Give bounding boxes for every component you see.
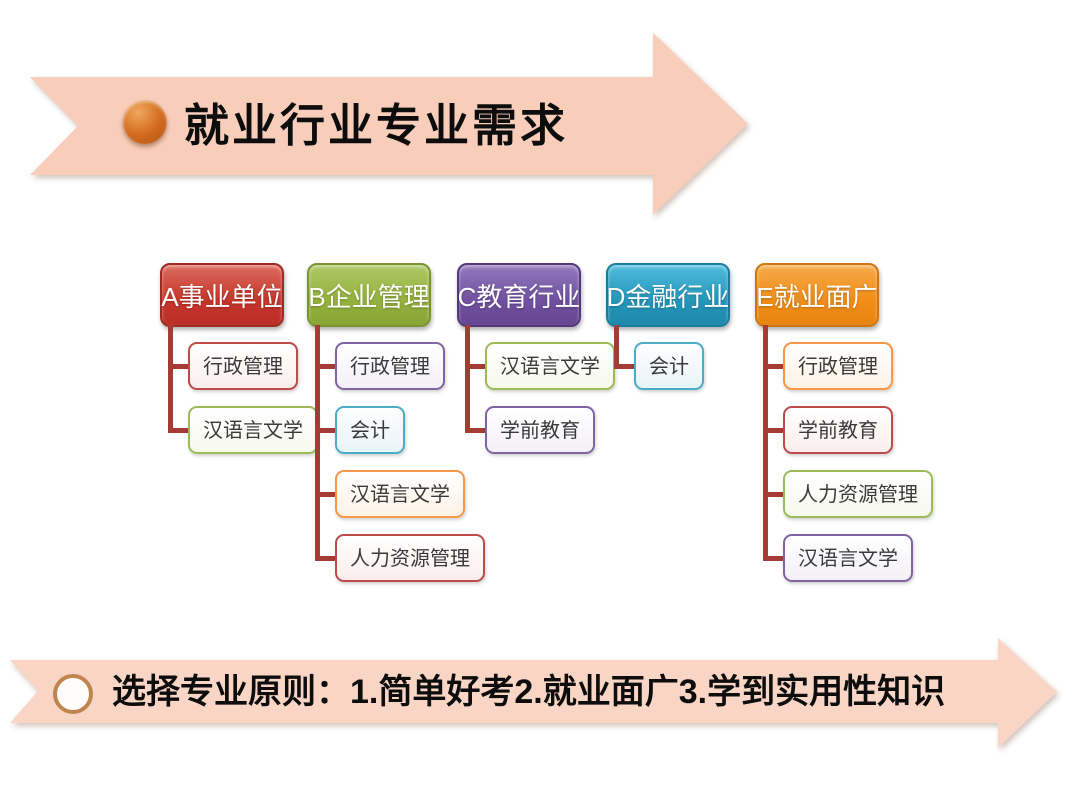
connector-stub-line xyxy=(763,492,785,497)
connector-vertical-line xyxy=(315,325,320,561)
connector-vertical-line xyxy=(614,325,619,369)
principles-text: 选择专业原则：1.简单好考2.就业面广3.学到实用性知识 xyxy=(112,673,946,711)
connector-stub-line xyxy=(763,364,785,369)
category-header-E: E就业面广 xyxy=(755,263,879,327)
major-item-box: 行政管理 xyxy=(188,342,298,390)
connector-stub-line xyxy=(315,364,337,369)
bottom-banner xyxy=(8,634,1064,756)
connector-stub-line xyxy=(168,364,190,369)
major-item-box: 汉语言文学 xyxy=(783,534,913,582)
category-header-A: A事业单位 xyxy=(160,263,284,327)
connector-stub-line xyxy=(763,428,785,433)
major-item-box: 人力资源管理 xyxy=(783,470,933,518)
major-item-box: 会计 xyxy=(634,342,704,390)
major-item-box: 汉语言文学 xyxy=(188,406,318,454)
connector-stub-line xyxy=(465,428,487,433)
slide-title: 就业行业专业需求 xyxy=(184,100,569,151)
connector-stub-line xyxy=(315,492,337,497)
major-item-box: 行政管理 xyxy=(335,342,445,390)
category-header-D: D金融行业 xyxy=(606,263,730,327)
major-item-box: 汉语言文学 xyxy=(485,342,615,390)
connector-stub-line xyxy=(614,364,636,369)
connector-stub-line xyxy=(465,364,487,369)
major-item-box: 汉语言文学 xyxy=(335,470,465,518)
category-header-C: C教育行业 xyxy=(457,263,581,327)
connector-stub-line xyxy=(315,556,337,561)
category-header-B: B企业管理 xyxy=(307,263,431,327)
major-item-box: 会计 xyxy=(335,406,405,454)
connector-vertical-line xyxy=(168,325,173,433)
connector-stub-line xyxy=(315,428,337,433)
connector-vertical-line xyxy=(763,325,768,561)
major-item-box: 学前教育 xyxy=(485,406,595,454)
major-item-box: 行政管理 xyxy=(783,342,893,390)
bullet-dot-icon xyxy=(123,100,167,144)
major-item-box: 人力资源管理 xyxy=(335,534,485,582)
hollow-circle-icon xyxy=(53,674,93,714)
major-item-box: 学前教育 xyxy=(783,406,893,454)
connector-stub-line xyxy=(763,556,785,561)
connector-vertical-line xyxy=(465,325,470,433)
connector-stub-line xyxy=(168,428,190,433)
